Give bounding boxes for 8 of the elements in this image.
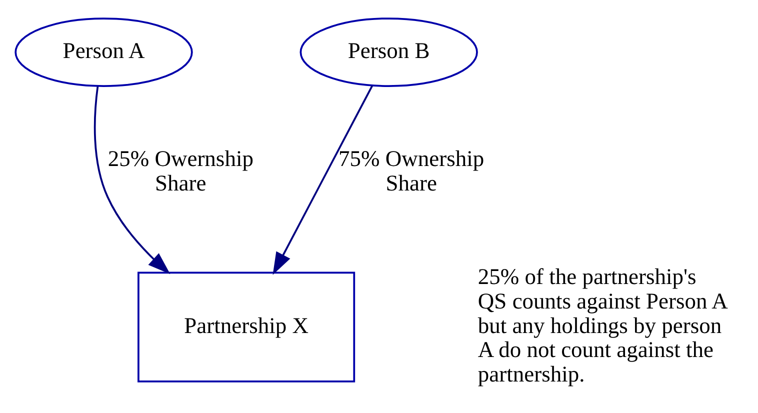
edge-label: 25% Owernship Share [108, 145, 254, 195]
arrow [94, 86, 170, 274]
node-ellipse: Person B [300, 17, 478, 86]
label: 25% of the partnership's QS counts against Person A but any holdings by person A do not count against the partnership. [478, 264, 728, 386]
arrow [272, 84, 374, 274]
node-box: Partnership X [138, 271, 356, 382]
edge-label: 75% Ownership Share [338, 145, 484, 195]
node-ellipse: Person A [14, 17, 193, 86]
